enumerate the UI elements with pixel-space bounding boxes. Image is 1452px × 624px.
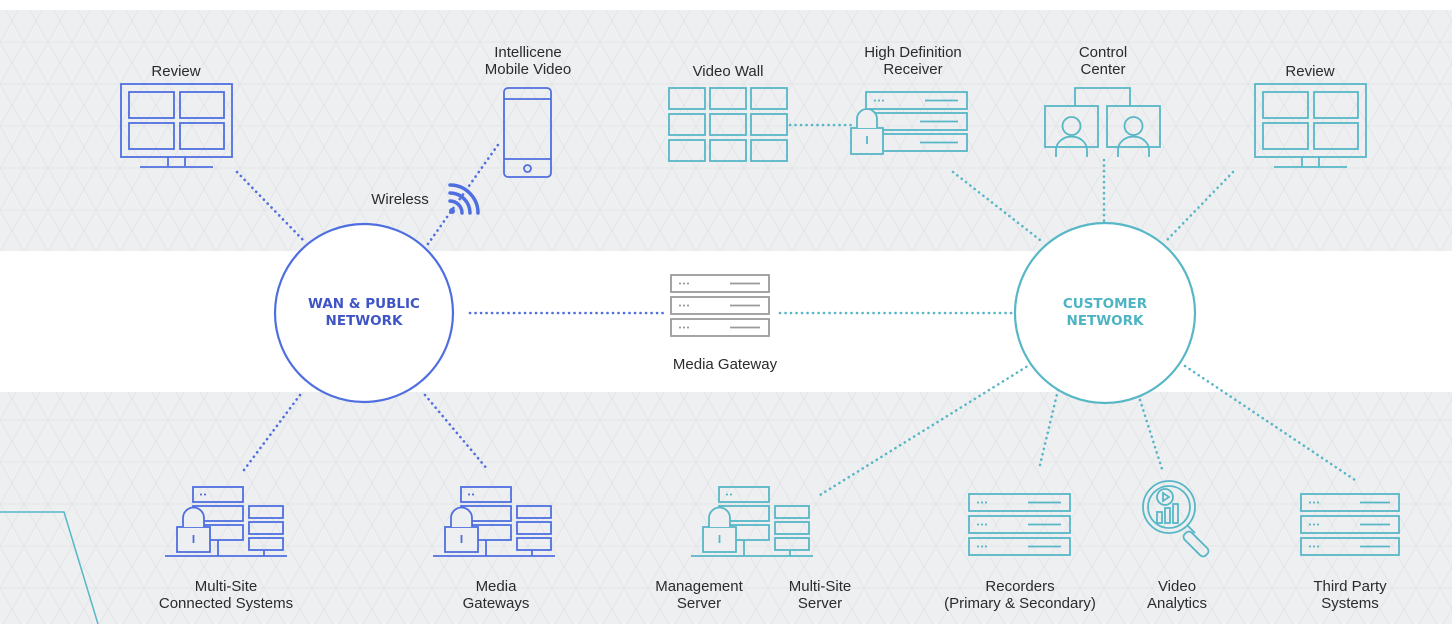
multisite-server-label: Multi-Site Server — [770, 578, 870, 612]
third-party-label: Third Party Systems — [1300, 578, 1400, 612]
video-analytics-line2: Analytics — [1146, 595, 1208, 612]
mobile-video-label: Intellicene Mobile Video — [458, 44, 598, 78]
monitor-icon — [120, 83, 233, 168]
mobile-line1: Intellicene — [494, 44, 562, 61]
server-cluster-icon — [691, 486, 813, 557]
customer-hub-label: CUSTOMER NETWORK — [1020, 296, 1190, 330]
wan-hub-line1: WAN & PUBLIC — [308, 296, 420, 312]
video-wall-label: Video Wall — [668, 63, 788, 80]
video-wall-icon — [668, 87, 788, 162]
video-analytics-label: Video Analytics — [1132, 578, 1222, 612]
locked-server-icon — [850, 91, 968, 155]
hd-receiver-line2: Receiver — [883, 61, 943, 78]
hd-receiver-label: High Definition Receiver — [843, 44, 983, 78]
video-wall-text: Video Wall — [692, 63, 764, 80]
recorders-line1: Recorders — [985, 578, 1055, 595]
media-gateway-text: Media Gateway — [672, 356, 778, 373]
review-left-text: Review — [151, 63, 201, 80]
control-line2: Center — [1080, 61, 1126, 78]
smartphone-icon — [503, 87, 552, 178]
wireless-text: Wireless — [371, 191, 429, 208]
multisite-server-line2: Server — [797, 595, 843, 612]
server-cluster-icon — [433, 486, 555, 557]
wireless-label: Wireless — [360, 191, 440, 208]
customer-connectors — [778, 123, 1357, 497]
customer-hub-line2: NETWORK — [1066, 313, 1144, 329]
customer-hub-line1: CUSTOMER — [1062, 296, 1148, 312]
magnifier-analytics-icon — [1142, 480, 1210, 558]
video-analytics-line1: Video — [1157, 578, 1197, 595]
multisite-systems-line2: Connected Systems — [158, 595, 294, 612]
media-gateways-line1: Media — [475, 578, 517, 595]
recorders-label: Recorders (Primary & Secondary) — [930, 578, 1110, 612]
mobile-line2: Mobile Video — [484, 61, 572, 78]
server-rack-icon — [1300, 493, 1400, 556]
mgmt-server-line2: Server — [676, 595, 722, 612]
media-gateways-line2: Gateways — [462, 595, 530, 612]
customer-hub — [1013, 221, 1197, 405]
hd-receiver-line1: High Definition — [864, 44, 962, 61]
review-left-label: Review — [116, 63, 236, 80]
mgmt-server-line1: Management — [655, 578, 743, 595]
multisite-server-line1: Multi-Site — [788, 578, 852, 595]
control-line1: Control — [1078, 44, 1128, 61]
recorders-line2: (Primary & Secondary) — [944, 595, 1096, 612]
control-center-icon — [1044, 87, 1161, 157]
wan-hub-label: WAN & PUBLIC NETWORK — [279, 296, 449, 330]
multisite-systems-line1: Multi-Site — [194, 578, 258, 595]
review-right-label: Review — [1250, 63, 1370, 80]
control-center-label: Control Center — [1048, 44, 1158, 78]
third-party-line2: Systems — [1321, 595, 1379, 612]
monitor-icon — [1254, 83, 1367, 168]
media-gateways-label: Media Gateways — [446, 578, 546, 612]
server-rack-icon — [670, 274, 770, 337]
server-rack-icon — [968, 493, 1071, 556]
wan-connectors — [235, 140, 667, 472]
background-bands — [0, 10, 1452, 624]
mgmt-server-label: Management Server — [644, 578, 754, 612]
third-party-line1: Third Party — [1313, 578, 1387, 595]
server-cluster-icon — [165, 486, 287, 557]
wireless-icon — [448, 183, 480, 215]
wan-hub — [273, 222, 455, 404]
wan-hub-line2: NETWORK — [325, 313, 403, 329]
review-right-text: Review — [1285, 63, 1335, 80]
connectors — [235, 123, 1357, 497]
media-gateway-label: Media Gateway — [650, 356, 800, 373]
corner-accent-line — [0, 511, 99, 624]
multisite-systems-label: Multi-Site Connected Systems — [146, 578, 306, 612]
